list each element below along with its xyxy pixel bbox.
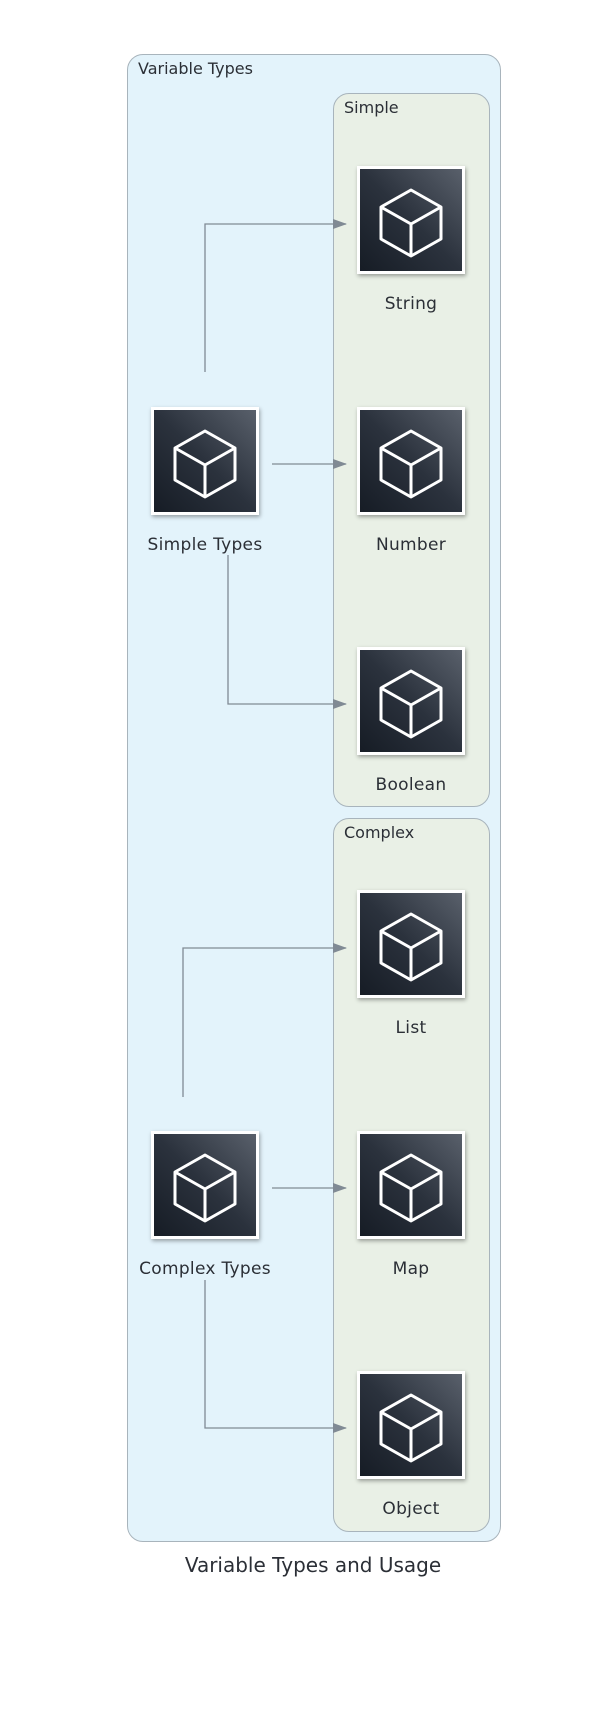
node-label-complex-types: Complex Types [139,1259,271,1279]
node-object[interactable]: Object [311,1371,511,1561]
node-boolean-box[interactable] [357,647,465,755]
node-label-string: String [384,294,438,314]
node-label-number: Number [375,535,447,555]
node-label-list: List [395,1018,427,1038]
node-string-box[interactable] [357,166,465,274]
node-complex-types-box[interactable] [151,1131,259,1239]
cube-icon [379,429,443,499]
node-boolean[interactable]: Boolean [311,647,511,837]
node-label-object: Object [382,1499,440,1519]
cube-icon [379,669,443,739]
node-label-simple-types: Simple Types [147,535,263,555]
cube-icon [379,188,443,258]
node-map[interactable]: Map [311,1131,511,1321]
node-complex-types[interactable]: Complex Types [105,1131,305,1321]
cube-icon [379,912,443,982]
cube-icon [173,1153,237,1223]
node-list[interactable]: List [311,890,511,1080]
cube-icon [379,1393,443,1463]
node-string[interactable]: String [311,166,511,356]
cube-icon [173,429,237,499]
diagram-title: Variable Types and Usage [184,1553,442,1577]
cluster-label-simple: Simple [344,98,399,117]
cube-icon [379,1153,443,1223]
node-label-boolean: Boolean [375,775,447,795]
cluster-label-complex: Complex [344,823,415,842]
node-number[interactable]: Number [311,407,511,597]
node-simple-types-box[interactable] [151,407,259,515]
node-object-box[interactable] [357,1371,465,1479]
node-simple-types[interactable]: Simple Types [105,407,305,597]
node-label-map: Map [392,1259,430,1279]
node-number-box[interactable] [357,407,465,515]
node-map-box[interactable] [357,1131,465,1239]
node-list-box[interactable] [357,890,465,998]
cluster-label-variable-types: Variable Types [138,59,253,78]
